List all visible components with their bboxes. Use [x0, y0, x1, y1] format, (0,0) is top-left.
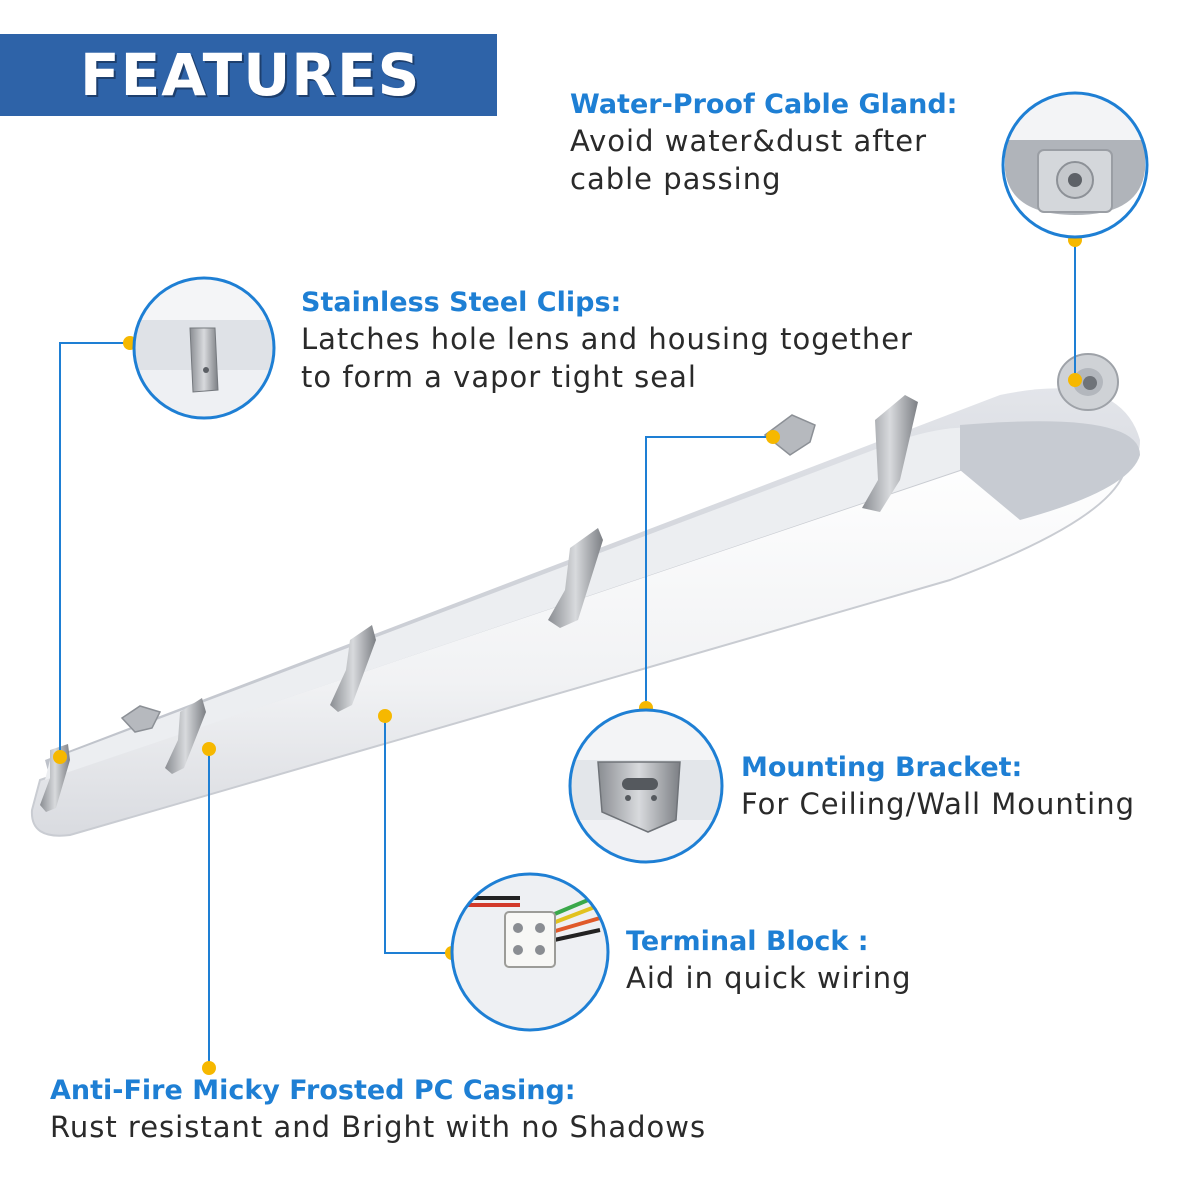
feature-terminal-block: Terminal Block : Aid in quick wiring	[626, 925, 912, 997]
feature-desc: cable passing	[570, 162, 782, 196]
feature-desc: Rust resistant and Bright with no Shadow…	[50, 1110, 707, 1144]
steel-clip-detail	[132, 276, 276, 420]
fixture-steel-clips	[40, 395, 918, 812]
feature-title: Stainless Steel Clips:	[301, 287, 622, 318]
fixture-mounting-brackets	[120, 414, 816, 733]
feature-cable-gland: Water-Proof Cable Gland: Avoid water&dus…	[570, 88, 957, 198]
feature-desc: Avoid water&dust after	[570, 124, 928, 158]
light-fixture	[30, 353, 1140, 837]
feature-steel-clips: Stainless Steel Clips: Latches hole lens…	[301, 286, 913, 396]
feature-title: Water-Proof Cable Gland:	[570, 89, 958, 120]
feature-desc: to form a vapor tight seal	[301, 360, 697, 394]
terminal-block-detail	[450, 872, 610, 1032]
fixture-cable-gland	[1057, 353, 1119, 411]
feature-title: Anti-Fire Micky Frosted PC Casing:	[50, 1075, 576, 1106]
callout-lines	[59, 240, 1076, 1068]
mounting-bracket-detail	[568, 708, 724, 864]
cable-gland-detail	[1001, 91, 1149, 239]
feature-pc-casing: Anti-Fire Micky Frosted PC Casing: Rust …	[50, 1074, 706, 1146]
feature-desc: Latches hole lens and housing together	[301, 322, 913, 356]
callout-dots	[53, 233, 1082, 1075]
banner-title: FEATURES	[80, 41, 421, 109]
features-banner	[0, 34, 497, 116]
feature-title: Mounting Bracket:	[741, 752, 1023, 783]
feature-title: Terminal Block :	[626, 926, 869, 957]
feature-desc: Aid in quick wiring	[626, 961, 912, 995]
feature-mounting-bracket: Mounting Bracket: For Ceiling/Wall Mount…	[741, 751, 1135, 823]
feature-desc: For Ceiling/Wall Mounting	[741, 787, 1136, 821]
